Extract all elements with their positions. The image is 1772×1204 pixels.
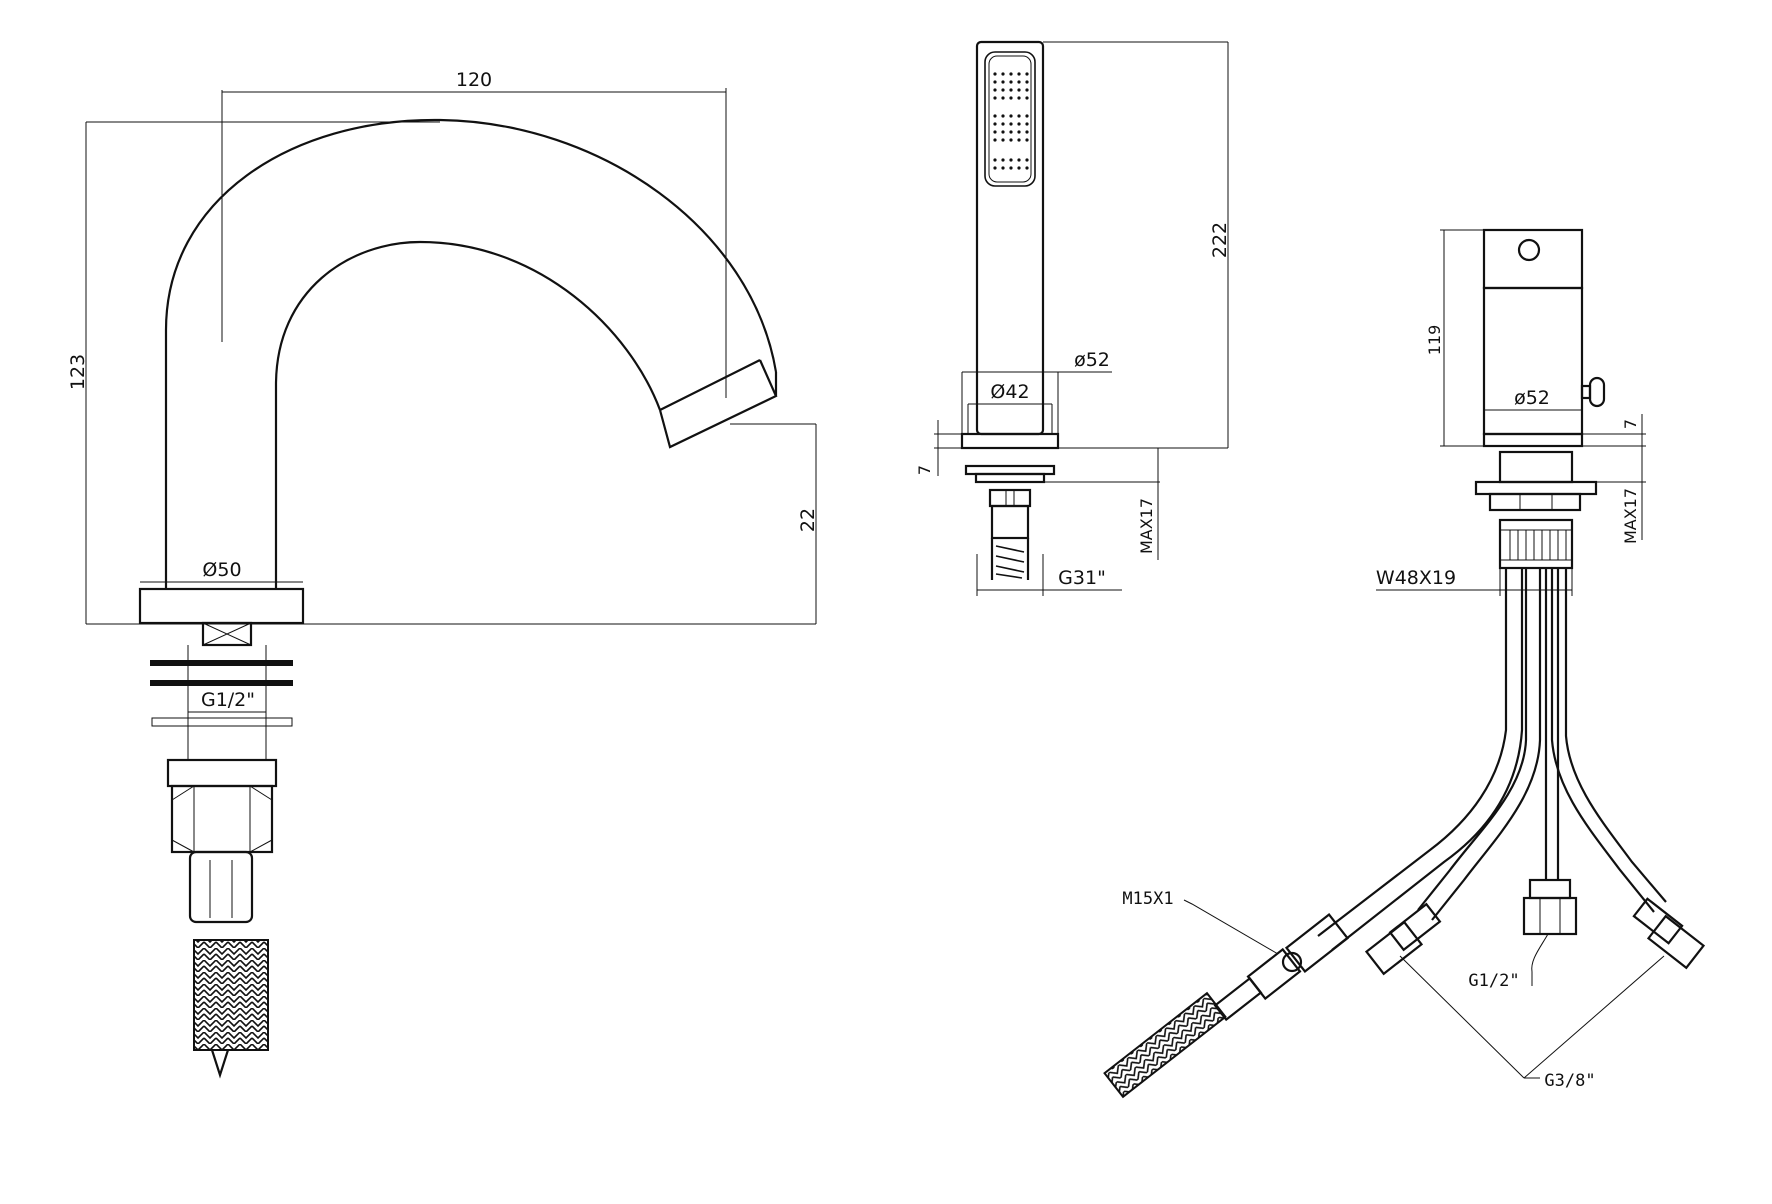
diverter-body [1482,286,1584,436]
handshower-dim-max: MAX17 [1137,498,1156,554]
diverter-nut [1498,518,1574,570]
diverter-label-center-thread: G1/2" [1468,971,1519,991]
diverter-left-hose [1317,568,1508,937]
handshower-handle [975,40,1045,436]
diverter-hose-spring [1103,991,1227,1099]
spout-washer-2 [150,680,293,686]
spout-dim-base-dia: Ø50 [202,559,241,581]
diverter-button-icon [1517,238,1541,262]
diverter-side-hose-right [1550,568,1655,913]
diverter-view: 119 ø52 7 MAX17 W48X19 M15X1 G1/2" G3/8" [1103,228,1706,1099]
diverter-dim-height: 119 [1425,325,1444,356]
handshower-dim-height: 222 [1209,222,1231,258]
handshower-spray-face [984,51,1036,187]
diverter-fittings [1103,878,1706,1099]
spout-outer-contour [164,118,778,589]
spout-dim-width: 120 [456,69,492,91]
handshower-thread [995,545,1025,579]
diverter-dim-nut: W48X19 [1376,567,1456,589]
spout-dim-outlet: 22 [797,508,819,532]
diverter-dim-dia: ø52 [1514,387,1550,409]
diverter-dim-max: MAX17 [1621,488,1640,544]
spout-dim-thread: G1/2" [201,689,255,711]
diverter-side-hose-left [1417,568,1528,911]
handshower-nozzles [993,72,1029,170]
diverter-side-knob [1580,384,1592,400]
spout-inner-contour [274,240,662,589]
spout-braided-hose [193,939,269,1051]
handshower-dim-thread: G31" [1058,567,1106,589]
spout-view: 120 123 22 Ø50 G1/2" [67,69,819,1079]
spout-dim-height: 123 [67,354,89,390]
diverter-dim-gap: 7 [1621,419,1640,429]
spout-lock-nut [166,758,278,788]
spout-washer-1 [150,660,293,666]
spout-base-plate [138,587,305,625]
spout-outlet [658,359,778,449]
diverter-label-side-thread: G3/8" [1544,1071,1595,1091]
handshower-dim-gap: 7 [915,465,934,475]
diverter-label-hose-thread: M15X1 [1122,889,1173,909]
handshower-dim-inner-dia: Ø42 [990,381,1029,403]
handshower-dim-outer-dia: ø52 [1074,349,1110,371]
handshower-holder-base [960,432,1060,450]
handshower-view: 222 ø52 Ø42 7 MAX17 G31" [915,40,1231,596]
